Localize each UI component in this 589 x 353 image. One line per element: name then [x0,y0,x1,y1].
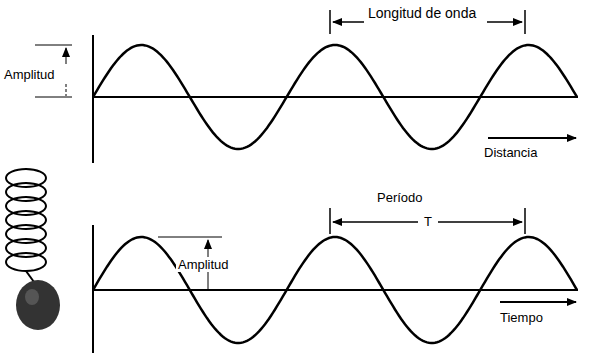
axis-label: Distancia [484,145,537,160]
amplitude-label: Amplitud [176,257,231,272]
wavelength-arrow [333,21,364,23]
amplitude-tick [35,45,72,46]
distance-arrow [488,137,576,139]
period-symbol: T [424,214,432,229]
amplitude-arrow [66,48,67,64]
amplitude-label: Amplitud [4,67,55,82]
x-axis [93,289,578,291]
amplitude-leader [66,84,67,96]
sine-wave [93,237,577,343]
wavelength-tick [524,10,526,34]
mass-ball [16,280,60,330]
wavelength-label: Longitud de onda [368,6,476,21]
period-tick [524,208,526,234]
period-label: Período [377,190,423,205]
x-axis [93,96,578,98]
amplitude-tick [35,97,72,98]
y-axis [92,35,94,163]
sine-wave [93,45,577,149]
period-tick [329,208,331,234]
period-arrow [438,221,522,223]
wavelength-arrow [487,21,522,23]
amplitude-tick [158,237,222,238]
spring [6,169,46,282]
time-arrow [500,301,576,303]
axis-label: Tiempo [500,310,543,325]
mass-highlight [25,289,39,305]
wavelength-tick [329,10,331,34]
period-arrow [333,221,418,223]
